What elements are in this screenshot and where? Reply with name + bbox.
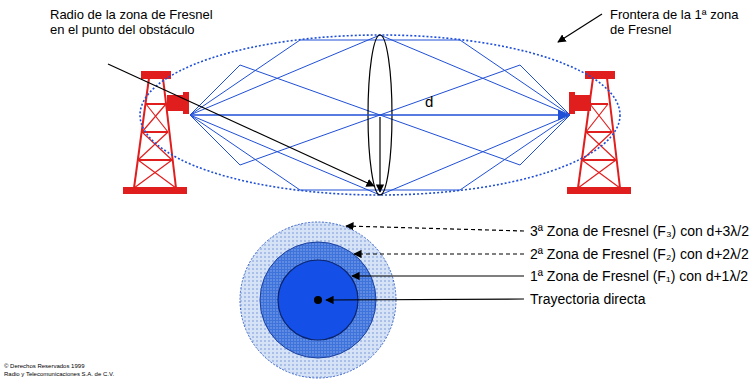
callout-text: Frontera de la 1ª zona de Fresnel [610, 8, 752, 38]
zone-label: 1ª Zona de Fresnel (F₁) con d+1λ/2 [530, 268, 752, 284]
fresnel-zone [140, 35, 620, 195]
zone-label: 2ª Zona de Fresnel (F₂) con d+2λ/2 [530, 246, 752, 262]
zone-label: Trayectoria directa [530, 291, 752, 307]
leader-line [558, 14, 602, 42]
leader-line [108, 64, 374, 186]
zone-label: 3ª Zona de Fresnel (F₃) con d+3λ/2 [530, 223, 752, 239]
callout-text: Radio de la zona de Fresnel en el punto … [50, 8, 225, 38]
copyright-note: Radio y Telecomunicaciones S.A. de C.V. [4, 371, 204, 378]
right-tower [568, 72, 630, 193]
distance-label: d [425, 93, 445, 110]
zone-leaders [326, 226, 524, 300]
left-tower [124, 72, 188, 193]
copyright-note: © Derechos Reservados 1999 [4, 363, 164, 370]
